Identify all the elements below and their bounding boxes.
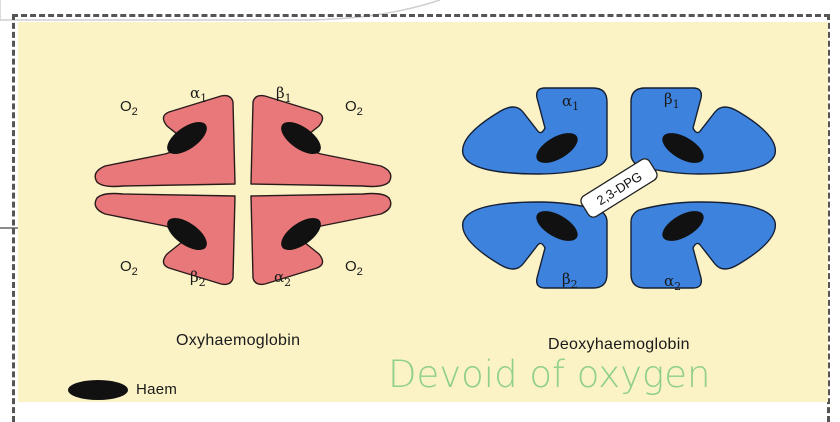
oxy-beta2-label: β2 (190, 268, 206, 289)
oxy-molecule (95, 96, 391, 285)
deoxy-alpha2-subunit (631, 202, 775, 288)
overlay-annotation: Devoid of oxygen (388, 353, 710, 396)
o2-label-lower-left: O2 (120, 258, 138, 278)
oxy-alpha2-label: α2 (274, 268, 291, 289)
legend-haem-icon (68, 380, 128, 400)
deoxy-alpha1-label: α1 (562, 92, 579, 113)
deoxy-alpha1-subunit (463, 88, 607, 174)
oxy-alpha1-subunit (95, 96, 235, 187)
o2-label-lower-right: O2 (345, 258, 363, 278)
deoxy-caption: Deoxyhaemoglobin (548, 336, 690, 354)
deoxy-beta2-subunit (463, 202, 607, 288)
o2-label-upper-right: O2 (345, 98, 363, 118)
deoxy-beta2-label: β2 (562, 270, 578, 291)
oxy-beta2-subunit (95, 194, 235, 285)
legend-haem-label: Haem (136, 381, 177, 398)
deoxy-alpha2-label: α2 (664, 272, 681, 293)
oxy-beta1-subunit (251, 96, 391, 187)
oxy-alpha2-subunit (251, 194, 391, 285)
o2-label-upper-left: O2 (120, 98, 138, 118)
oxy-caption: Oxyhaemoglobin (176, 332, 300, 350)
deoxy-beta1-subunit (631, 88, 775, 174)
oxy-alpha1-label: α1 (190, 84, 207, 105)
oxy-beta1-label: β1 (276, 84, 292, 105)
deoxy-molecule: 2,3-DPG (463, 88, 776, 288)
deoxy-beta1-label: β1 (664, 90, 680, 111)
